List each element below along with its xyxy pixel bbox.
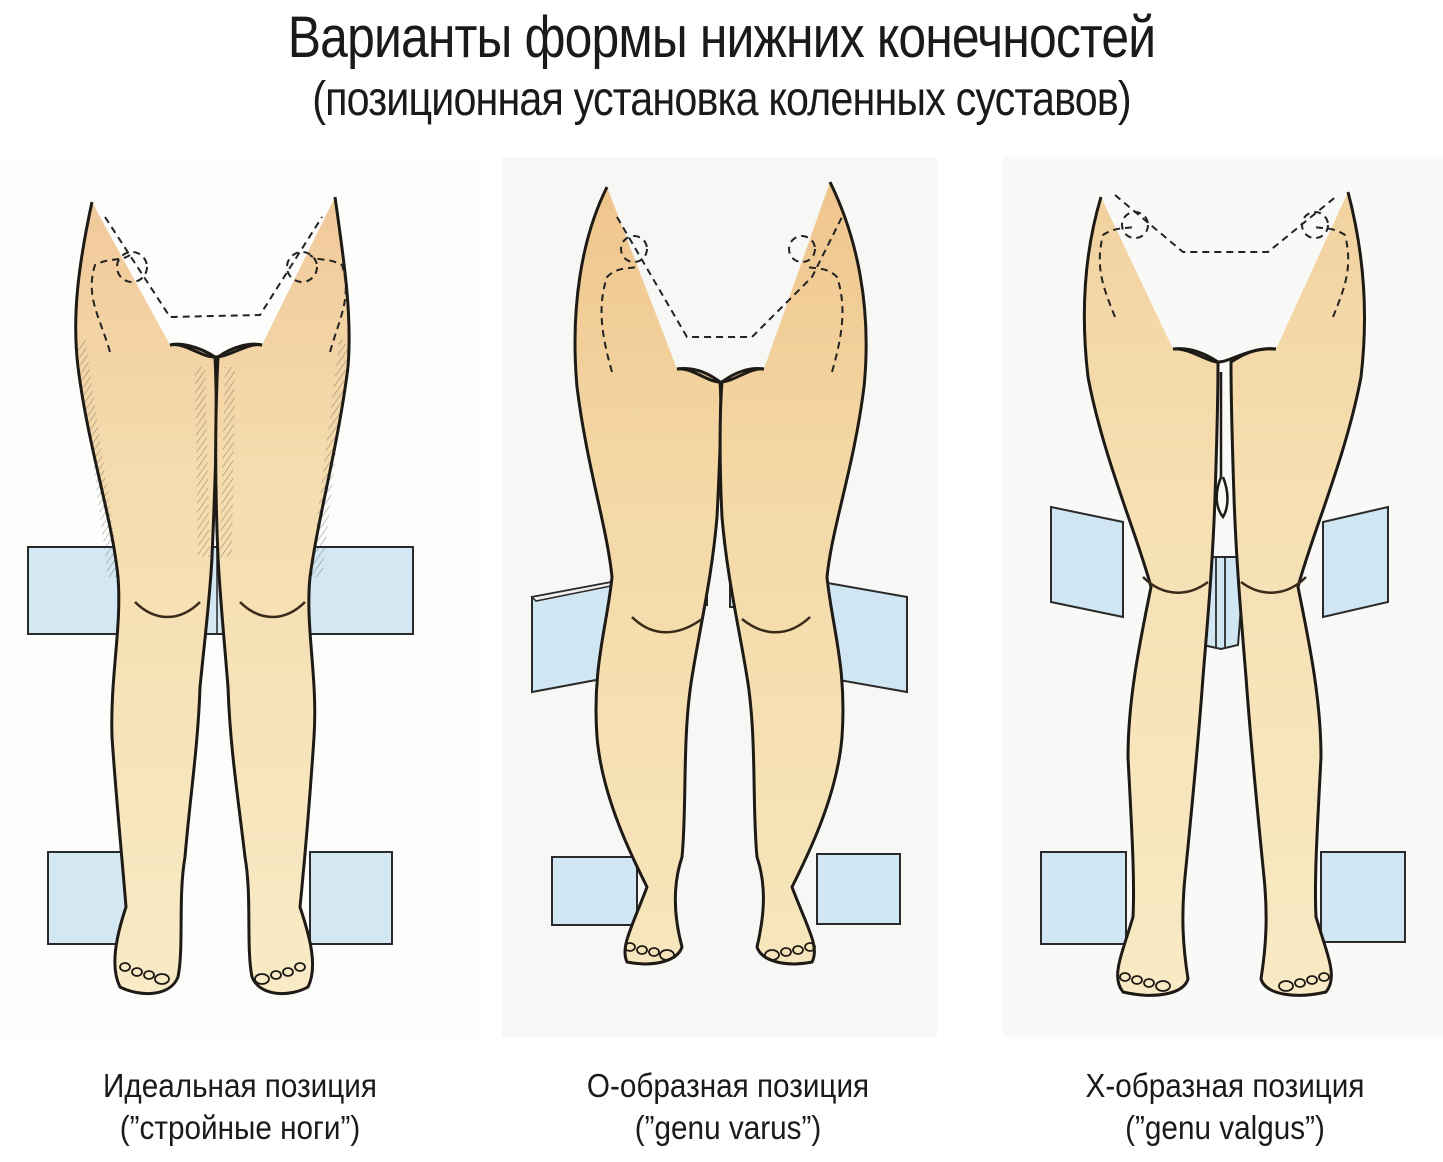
panel-valgus-position: [1003, 157, 1443, 1037]
valgus-legs-illustration: [1040, 191, 1406, 997]
caption-valgus-title: Х-образная позиция: [1085, 1067, 1365, 1104]
right-leg: [718, 181, 868, 966]
left-leg: [1082, 196, 1220, 997]
left-leg: [573, 186, 723, 966]
page-subtitle: (позиционная установка коленных суставов…: [312, 73, 1131, 126]
panel-ideal-position: [0, 157, 478, 1037]
caption-ideal: Идеальная позиция (”стройные ноги”): [42, 1065, 438, 1149]
knee-block-left: [1050, 505, 1124, 619]
caption-valgus-subtitle: (”genu valgus”): [1125, 1109, 1325, 1146]
ankle-block-left: [47, 851, 131, 945]
panel-varus-position: [502, 157, 937, 1037]
ankle-block-right: [1320, 851, 1406, 943]
ideal-legs-illustration: [27, 196, 414, 996]
caption-valgus: Х-образная позиция (”genu valgus”): [1027, 1065, 1423, 1149]
pelvis-bone-outline: [1098, 194, 1350, 318]
caption-varus: О-образная позиция (”genu varus”): [530, 1065, 926, 1149]
toes: [1119, 972, 1330, 992]
ankle-block-right: [816, 853, 901, 925]
toes: [624, 942, 816, 961]
page-title: Варианты формы нижних конечностей: [287, 5, 1156, 70]
pelvis-bone-outline: [90, 216, 347, 353]
caption-ideal-subtitle: (”стройные ноги”): [119, 1109, 361, 1146]
pelvis-bone-outline: [600, 216, 844, 373]
ankle-block-left: [551, 856, 638, 926]
right-leg: [1229, 191, 1366, 997]
caption-varus-title: О-образная позиция: [586, 1067, 870, 1104]
caption-varus-subtitle: (”genu varus”): [634, 1109, 822, 1146]
varus-legs-illustration: [530, 181, 908, 966]
ankle-block-right: [309, 851, 393, 945]
knee-block-right: [1322, 505, 1389, 619]
ankle-block-left: [1040, 851, 1127, 945]
caption-ideal-title: Идеальная позиция: [103, 1067, 377, 1104]
toes: [119, 962, 306, 985]
